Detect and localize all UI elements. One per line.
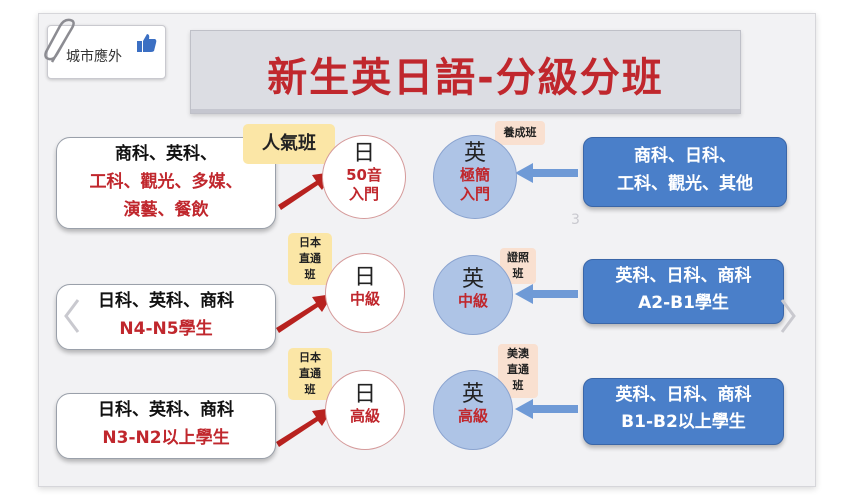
tag-line: 班 xyxy=(304,268,316,281)
left-line: 日科、英科、商科 xyxy=(98,291,234,311)
right-line: A2-B1學生 xyxy=(638,293,729,313)
thumbs-up-icon xyxy=(137,34,157,52)
circle-sub: 高級 xyxy=(457,407,488,425)
right-line: 英科、日科、商科 xyxy=(615,385,752,405)
blue-arrow-row3 xyxy=(515,399,578,419)
circle-top: 日 xyxy=(353,265,376,290)
en-circle-row1: 英 極簡 入門 xyxy=(433,135,517,219)
circle-top: 日 xyxy=(353,382,376,407)
circle-sub: 極簡 xyxy=(459,166,490,184)
jp-circle-row2: 日 中級 xyxy=(325,253,405,333)
red-arrow-row2 xyxy=(276,294,333,333)
blue-arrow-row1 xyxy=(515,163,578,183)
left-line: N4-N5學生 xyxy=(119,319,213,339)
circle-sub: 入門 xyxy=(459,185,490,203)
tag-line: 直通 xyxy=(299,367,321,380)
jp-tag-row3: 日本 直通 班 xyxy=(288,348,332,400)
tag-line: 證照 xyxy=(507,251,529,264)
left-line: 商科、英科、 xyxy=(115,144,217,164)
circle-sub: 高級 xyxy=(349,407,380,425)
left-line: 日科、英科、商科 xyxy=(98,400,234,420)
left-box-row1: 商科、英科、 工科、觀光、多媒、 演藝、餐飲 xyxy=(56,137,276,229)
logo: 城市應外 xyxy=(44,18,166,79)
circle-sub: 中級 xyxy=(457,292,488,310)
left-box-row3: 日科、英科、商科 N3-N2以上學生 xyxy=(56,393,276,459)
chevron-right-icon[interactable] xyxy=(778,296,798,336)
circle-sub: 50音 xyxy=(346,166,382,184)
right-box-row3: 英科、日科、商科 B1-B2以上學生 xyxy=(583,378,784,445)
page-title: 新生英日語-分級分班 xyxy=(267,55,664,101)
chevron-left-icon[interactable] xyxy=(62,296,82,336)
circle-top: 日 xyxy=(352,141,375,166)
paperclip-icon xyxy=(44,18,75,63)
circle-top: 英 xyxy=(463,141,486,166)
jp-tag-row1: 人氣班 xyxy=(243,124,335,164)
left-line: N3-N2以上學生 xyxy=(102,428,230,448)
slide-number: 3 xyxy=(571,212,580,228)
circle-sub: 入門 xyxy=(348,185,379,203)
tag-line: 班 xyxy=(512,379,524,392)
jp-tag-row2: 日本 直通 班 xyxy=(288,233,332,285)
right-line: 工科、觀光、其他 xyxy=(617,174,753,194)
tag-line: 班 xyxy=(512,267,524,280)
right-box-row1: 商科、日科、 工科、觀光、其他 xyxy=(583,137,787,207)
tag-line: 日本 xyxy=(299,351,321,364)
circle-top: 英 xyxy=(461,267,484,292)
left-line: 工科、觀光、多媒、 xyxy=(89,172,243,192)
red-arrow-row1 xyxy=(278,172,333,210)
en-tag-row1: 養成班 xyxy=(495,121,545,145)
blue-arrow-row2 xyxy=(515,284,578,304)
red-arrow-row3 xyxy=(276,408,333,447)
jp-circle-row3: 日 高級 xyxy=(325,370,405,450)
left-box-row2: 日科、英科、商科 N4-N5學生 xyxy=(56,284,276,350)
logo-text: 城市應外 xyxy=(66,49,122,65)
title-banner: 新生英日語-分級分班 xyxy=(190,30,741,114)
tag-line: 日本 xyxy=(299,236,321,249)
jp-circle-row1: 日 50音 入門 xyxy=(322,135,406,219)
tag-line: 直通 xyxy=(299,252,321,265)
right-line: 商科、日科、 xyxy=(634,146,736,166)
tag-line: 班 xyxy=(304,383,316,396)
left-line: 演藝、餐飲 xyxy=(123,200,209,220)
en-circle-row2: 英 中級 xyxy=(433,255,513,335)
right-box-row2: 英科、日科、商科 A2-B1學生 xyxy=(583,259,784,324)
right-line: 英科、日科、商科 xyxy=(615,266,752,286)
tag-line: 直通 xyxy=(507,363,529,376)
circle-top: 英 xyxy=(461,382,484,407)
en-circle-row3: 英 高級 xyxy=(433,370,513,450)
tag-line: 美澳 xyxy=(507,347,529,360)
circle-sub: 中級 xyxy=(349,290,380,308)
right-line: B1-B2以上學生 xyxy=(621,412,746,432)
